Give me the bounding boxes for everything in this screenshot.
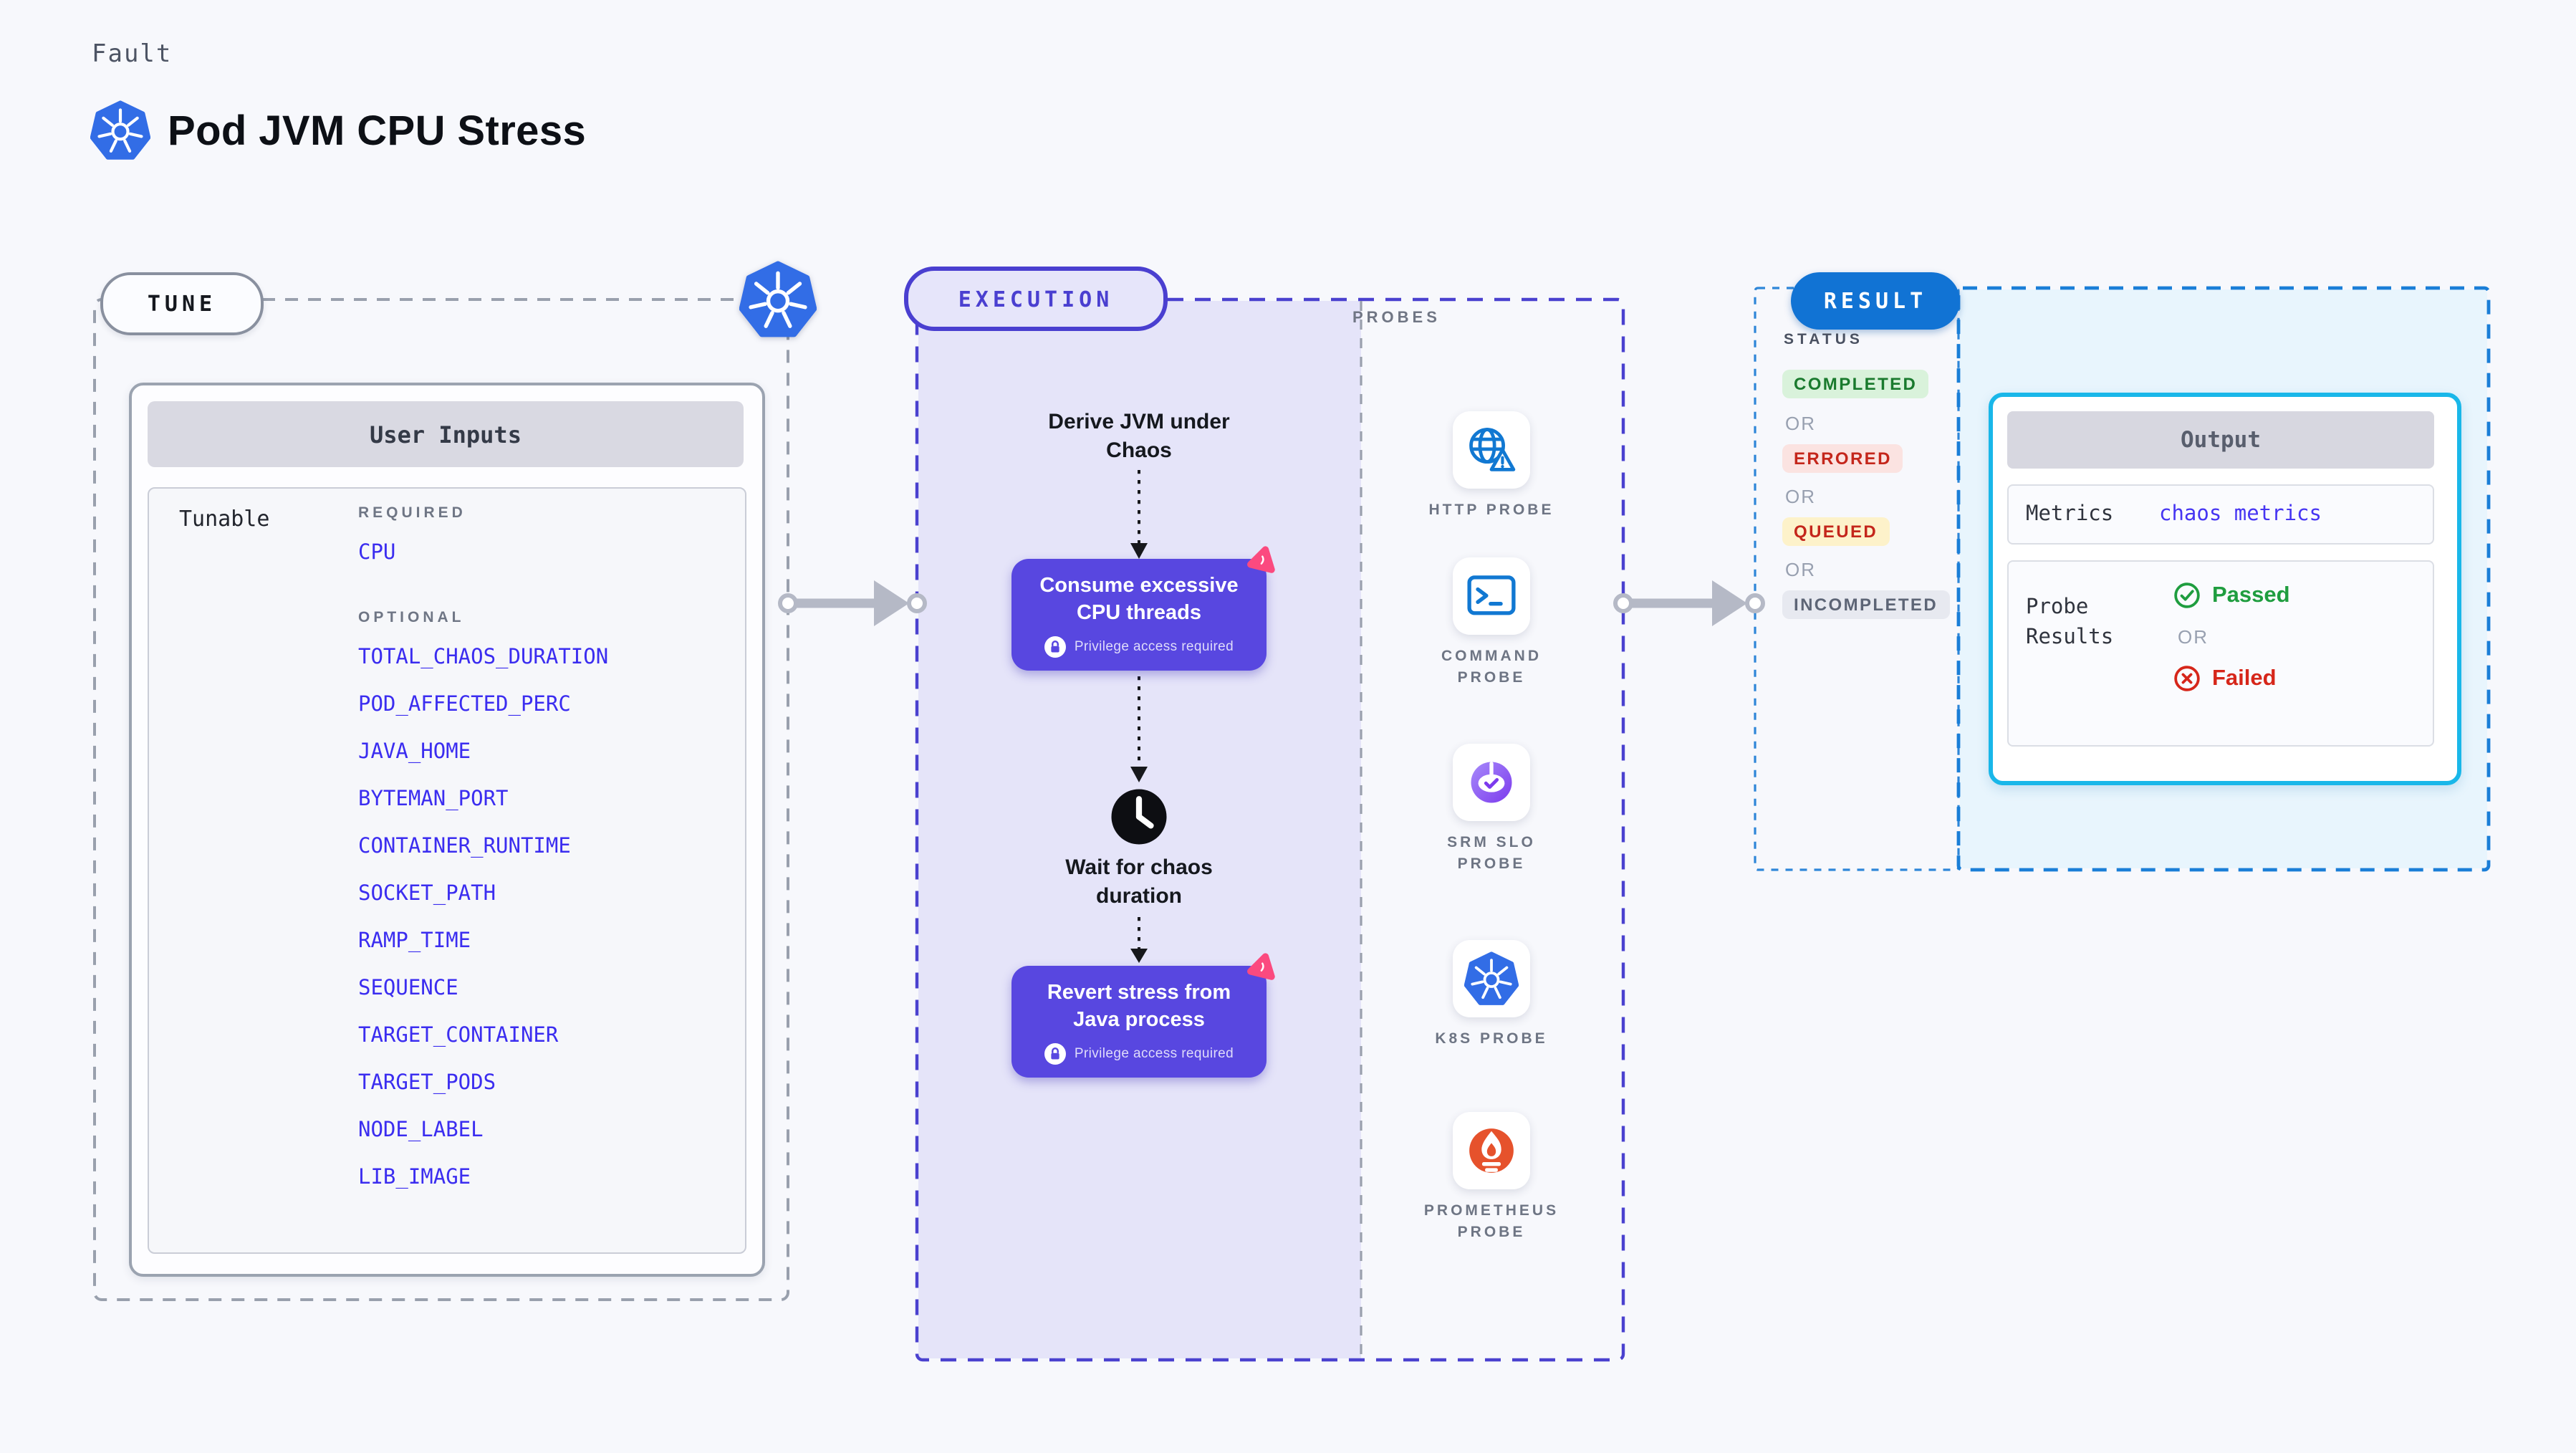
passed-row: Passed	[2173, 582, 2290, 609]
param-link-pod-affected-perc[interactable]: POD_AFFECTED_PERC	[358, 694, 571, 716]
terminal-icon	[1464, 569, 1519, 623]
page-title: Pod JVM CPU Stress	[168, 109, 587, 155]
param-link-container-runtime[interactable]: CONTAINER_RUNTIME	[358, 835, 571, 858]
x-circle-icon	[2173, 665, 2201, 692]
or-separator: OR	[1785, 486, 1816, 507]
param-link-byteman-port[interactable]: BYTEMAN_PORT	[358, 788, 509, 811]
param-column: REQUIRED CPU OPTIONAL TOTAL_CHAOS_DURATI…	[358, 504, 734, 1214]
probe-label: PROMETHEUS PROBE	[1423, 1202, 1559, 1241]
tunable-label: Tunable	[179, 506, 270, 532]
probe-results-values: Passed OR Failed	[2173, 582, 2290, 692]
failed-label: Failed	[2212, 666, 2277, 690]
slo-pie-icon	[1464, 755, 1519, 810]
lock-icon	[1044, 1043, 1066, 1065]
metrics-row: Metrics chaos metrics	[2007, 484, 2434, 545]
execution-to-result-arrow	[1613, 580, 1765, 626]
probe-card	[1453, 557, 1530, 635]
user-inputs-card: User Inputs Tunable REQUIRED CPU OPTIONA…	[129, 383, 765, 1277]
status-badge-completed: COMPLETED	[1782, 370, 1929, 398]
privilege-badge: Privilege access required	[1011, 636, 1267, 658]
check-circle-icon	[2173, 582, 2201, 609]
privilege-badge: Privilege access required	[1011, 1043, 1267, 1065]
tune-to-execution-arrow	[778, 580, 927, 626]
privilege-badge-label: Privilege access required	[1074, 1046, 1234, 1062]
privilege-badge-label: Privilege access required	[1074, 639, 1234, 655]
probe-item-http: HTTP PROBE	[1370, 411, 1613, 522]
kubernetes-icon	[1464, 951, 1519, 1006]
execution-section-pill: EXECUTION	[904, 267, 1168, 331]
execution-section-label: EXECUTION	[958, 286, 1114, 312]
metrics-label: Metrics	[2026, 503, 2114, 526]
probe-item-command: COMMAND PROBE	[1370, 557, 1613, 689]
step-wait-label: Wait for chaos duration	[1065, 855, 1213, 908]
user-inputs-title: User Inputs	[148, 401, 744, 467]
status-badge-incompleted: INCOMPLETED	[1782, 590, 1950, 619]
litmus-chaos-icon	[1246, 543, 1279, 576]
failed-row: Failed	[2173, 665, 2290, 692]
probe-results-row: Probe Results Passed OR Failed	[2007, 560, 2434, 747]
probe-results-label: Probe Results	[2026, 596, 2114, 649]
step-derive-jvm-label: Derive JVM under Chaos	[1048, 410, 1230, 463]
param-link-cpu[interactable]: CPU	[358, 542, 396, 565]
param-link-java-home[interactable]: JAVA_HOME	[358, 741, 471, 764]
result-section-pill: RESULT	[1791, 272, 1960, 330]
probe-item-srm-slo: SRM SLO PROBE	[1370, 744, 1613, 876]
or-separator: OR	[2178, 626, 2209, 648]
status-badge-errored: ERRORED	[1782, 444, 1903, 473]
param-link-node-label[interactable]: NODE_LABEL	[358, 1119, 484, 1142]
output-card: Output Metrics chaos metrics Probe Resul…	[1989, 393, 2461, 785]
result-section-label: RESULT	[1823, 288, 1928, 314]
probe-label: COMMAND PROBE	[1441, 648, 1542, 686]
step-consume-cpu-label: Consume excessive CPU threads	[1039, 575, 1239, 625]
step-consume-cpu-box: Consume excessive CPU threads Privilege …	[1011, 559, 1267, 671]
chaos-metrics-link[interactable]: chaos metrics	[2159, 503, 2322, 526]
user-inputs-list: Tunable REQUIRED CPU OPTIONAL TOTAL_CHAO…	[148, 487, 746, 1254]
probe-label: SRM SLO PROBE	[1447, 834, 1536, 873]
kubernetes-icon	[90, 100, 150, 160]
prometheus-icon	[1464, 1123, 1519, 1178]
step-revert-stress-box: Revert stress from Java process Privileg…	[1011, 966, 1267, 1078]
probes-section-label: PROBES	[1352, 310, 1441, 327]
step-revert-stress-label: Revert stress from Java process	[1047, 982, 1231, 1032]
passed-label: Passed	[2212, 582, 2290, 607]
param-link-target-container[interactable]: TARGET_CONTAINER	[358, 1025, 559, 1047]
probe-item-k8s: K8S PROBE	[1370, 940, 1613, 1050]
probe-label: HTTP PROBE	[1428, 502, 1554, 519]
tune-section-label: TUNE	[147, 291, 217, 317]
probe-card	[1453, 411, 1530, 489]
param-link-socket-path[interactable]: SOCKET_PATH	[358, 883, 496, 906]
or-separator: OR	[1785, 559, 1816, 580]
or-separator: OR	[1785, 413, 1816, 434]
clock-icon	[1107, 785, 1171, 848]
probe-card	[1453, 940, 1530, 1017]
kubernetes-icon	[739, 261, 817, 338]
lock-icon	[1044, 636, 1066, 658]
globe-alert-icon	[1464, 423, 1519, 477]
param-link-sequence[interactable]: SEQUENCE	[358, 977, 458, 1000]
param-link-total-chaos-duration[interactable]: TOTAL_CHAOS_DURATION	[358, 646, 609, 669]
fault-kind-label: Fault	[92, 40, 173, 69]
probe-item-prometheus: PROMETHEUS PROBE	[1370, 1112, 1613, 1244]
required-group-label: REQUIRED	[358, 504, 466, 522]
probe-label: K8S PROBE	[1435, 1030, 1548, 1047]
probe-card	[1453, 1112, 1530, 1189]
param-link-lib-image[interactable]: LIB_IMAGE	[358, 1166, 471, 1189]
param-link-ramp-time[interactable]: RAMP_TIME	[358, 930, 471, 953]
optional-group-label: OPTIONAL	[358, 609, 465, 626]
status-heading: STATUS	[1784, 331, 1863, 348]
litmus-chaos-icon	[1246, 950, 1279, 983]
output-title: Output	[2007, 411, 2434, 469]
status-badge-queued: QUEUED	[1782, 517, 1890, 546]
probe-card	[1453, 744, 1530, 821]
param-link-target-pods[interactable]: TARGET_PODS	[358, 1072, 496, 1095]
tune-section-pill: TUNE	[100, 272, 264, 335]
